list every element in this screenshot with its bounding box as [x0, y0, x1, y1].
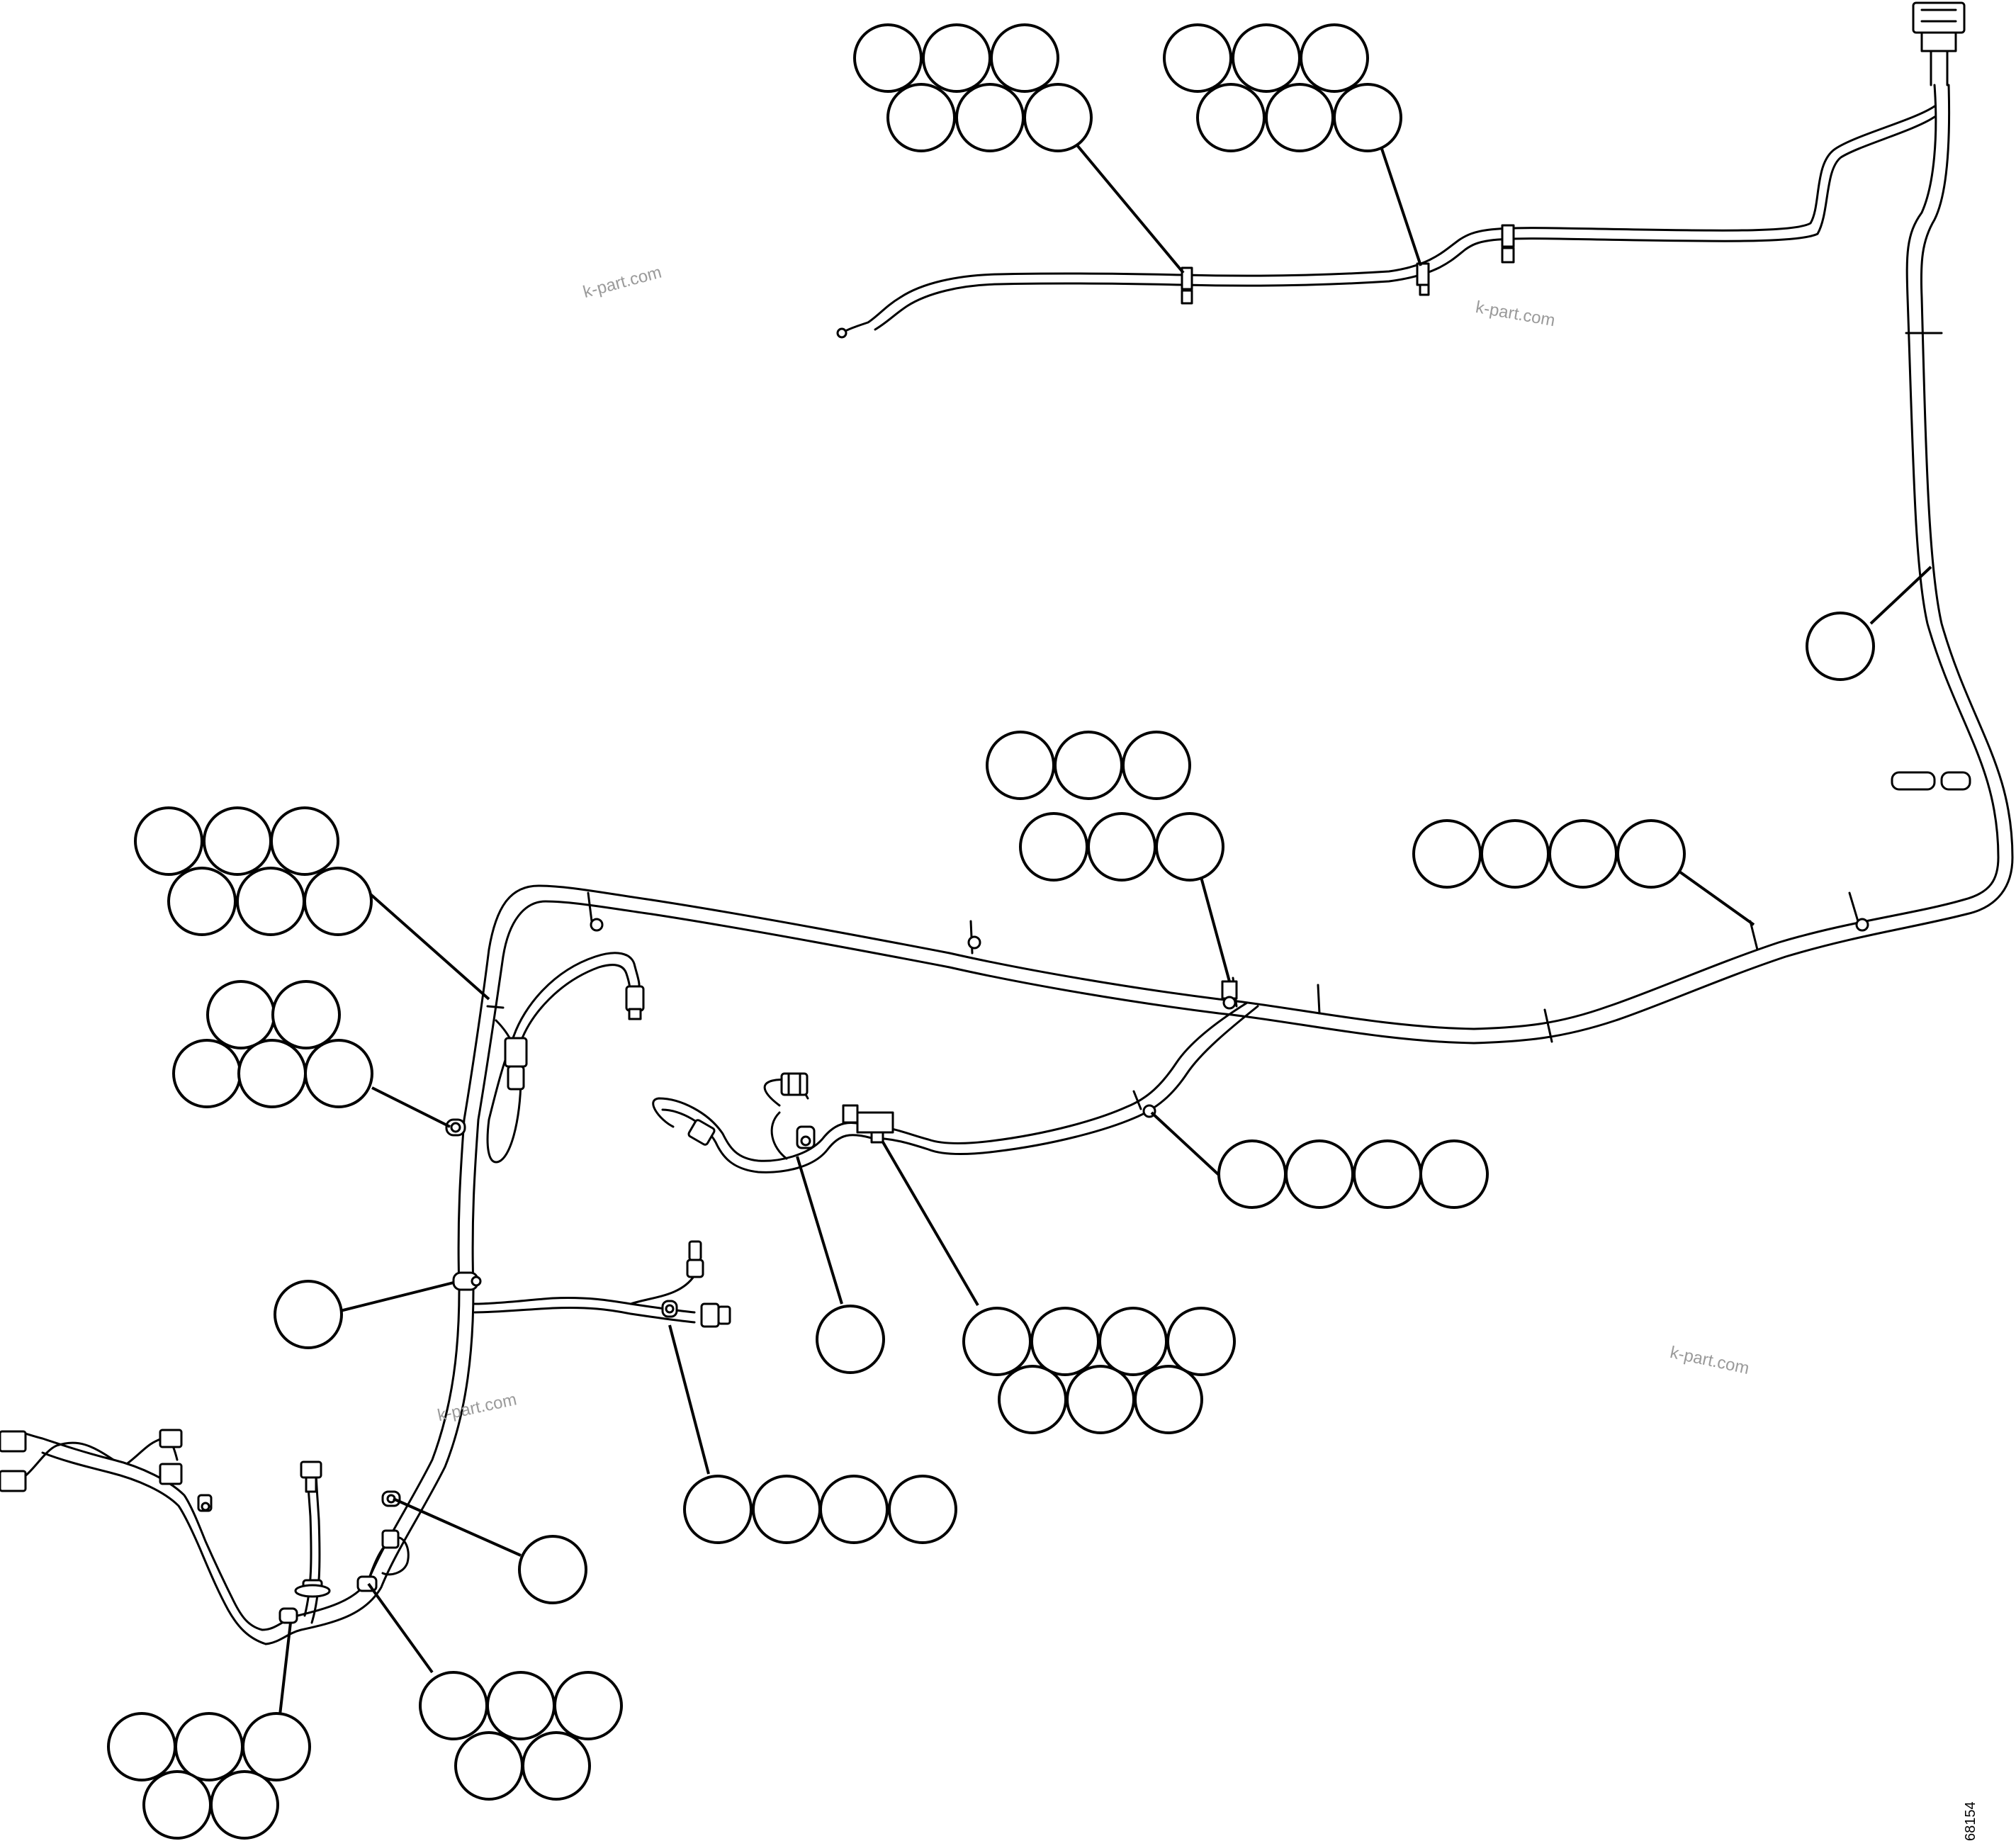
callout-circle [1134, 1365, 1203, 1434]
mid-left-connectors [452, 1240, 731, 1328]
callout-circle [1166, 1307, 1236, 1376]
callout-circle [1066, 1365, 1135, 1434]
callout-circle [683, 1475, 753, 1544]
callout-circles [107, 23, 1875, 1840]
callout-group-g2 [1163, 23, 1402, 152]
callout-circle [986, 731, 1055, 800]
callout-circle [1196, 83, 1266, 152]
callout-circle [853, 23, 923, 93]
lower-left-branch [13, 1430, 410, 1645]
callout-leaders [278, 144, 1932, 1716]
vertical-trunk [261, 84, 2014, 1645]
callout-group-g1 [853, 23, 1093, 152]
callout-circle [237, 1039, 307, 1108]
callout-group-g14 [419, 1671, 623, 1801]
callout-circle [271, 980, 341, 1049]
callout-circle [990, 23, 1059, 93]
callout-circle [270, 806, 339, 876]
callout-group-g10 [816, 1305, 885, 1374]
top-branch [840, 105, 1936, 334]
callout-circle [206, 980, 276, 1049]
callout-circle [274, 1280, 343, 1349]
callout-circle [1333, 83, 1402, 152]
callout-circle [142, 1770, 212, 1840]
callout-circle [1285, 1139, 1354, 1209]
callout-circle [816, 1305, 885, 1374]
callout-group-g12 [683, 1475, 957, 1544]
callout-circle [1030, 1307, 1100, 1376]
callout-circle [242, 1712, 311, 1781]
callout-circle [518, 1535, 587, 1604]
callout-circle [1217, 1139, 1287, 1209]
callout-circle [1548, 819, 1618, 889]
callout-circle [107, 1712, 176, 1781]
callout-circle [962, 1307, 1032, 1376]
callout-circle [1616, 819, 1686, 889]
middle-branch [652, 1001, 1259, 1173]
upper-left-connectors [445, 985, 645, 1137]
callout-group-g11 [962, 1307, 1236, 1434]
callout-circle [886, 83, 956, 152]
callout-circle [1806, 612, 1875, 681]
callout-circle [1163, 23, 1232, 93]
callout-circle [1019, 812, 1088, 882]
callout-group-g3 [1806, 612, 1875, 681]
harness-clips [587, 332, 1971, 1043]
figure-number: 68154 [1963, 1801, 1978, 1841]
callout-circle [304, 1039, 373, 1108]
callout-group-g13 [518, 1535, 587, 1604]
callout-circle [419, 1671, 488, 1740]
top-branch-clips [836, 224, 1515, 339]
callout-circle [167, 867, 237, 936]
callout-circle [134, 806, 203, 876]
callout-circle [210, 1770, 279, 1840]
callout-circle [998, 1365, 1067, 1434]
callout-circle [819, 1475, 889, 1544]
callout-circle [1353, 1139, 1422, 1209]
callout-circle [1054, 731, 1123, 800]
callout-group-g6 [134, 806, 373, 936]
callout-circle [172, 1039, 242, 1108]
callout-circle [454, 1731, 524, 1801]
callout-circle [203, 806, 272, 876]
callout-group-g15 [107, 1712, 311, 1840]
callout-circle [922, 23, 991, 93]
callout-group-g5 [1412, 819, 1686, 889]
callout-circle [1419, 1139, 1489, 1209]
harness-wiring [0, 1, 2014, 1645]
callout-circle [522, 1731, 591, 1801]
callout-circle [1412, 819, 1482, 889]
callout-circle [1087, 812, 1156, 882]
callout-circle [174, 1712, 244, 1781]
main-connector [1912, 1, 1966, 86]
callout-circle [1265, 83, 1334, 152]
callout-circle [486, 1671, 556, 1740]
callout-circle [303, 867, 373, 936]
callout-circle [1023, 83, 1093, 152]
callout-circle [1300, 23, 1369, 93]
middle-branch-connectors [687, 1072, 1156, 1149]
callout-circle [1122, 731, 1191, 800]
callout-circle [1098, 1307, 1168, 1376]
callout-group-g8 [1217, 1139, 1489, 1209]
callout-group-g7 [172, 980, 373, 1108]
callout-circle [752, 1475, 821, 1544]
callout-group-g4 [986, 731, 1224, 882]
callout-circle [1232, 23, 1301, 93]
callout-group-g9 [274, 1280, 343, 1349]
callout-circle [1155, 812, 1224, 882]
callout-circle [955, 83, 1025, 152]
callout-circle [888, 1475, 957, 1544]
callout-circle [1480, 819, 1550, 889]
callout-circle [236, 867, 305, 936]
callout-circle [553, 1671, 623, 1740]
